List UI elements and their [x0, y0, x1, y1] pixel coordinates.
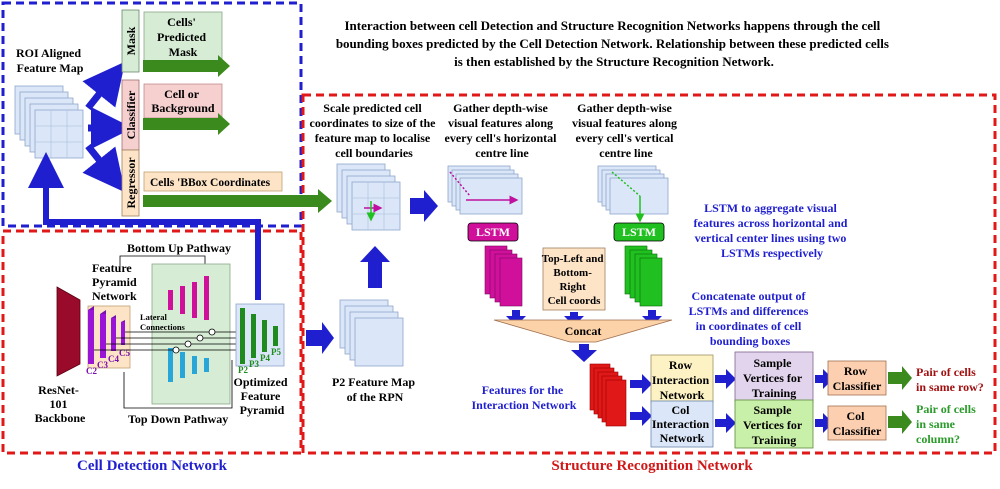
svg-text:Cell or Background: Cell or Background	[151, 87, 214, 115]
svg-text:C3: C3	[97, 360, 108, 370]
lstm-v-box: LSTM	[613, 222, 665, 242]
concat-down-arrow	[571, 344, 597, 362]
to-concat-arrows	[506, 310, 662, 326]
col-sample-to-classifier-arrow	[815, 413, 833, 433]
svg-text:Row Classifier: Row Classifier	[833, 364, 882, 393]
features-stack	[589, 363, 627, 427]
bottom-up-label: Bottom Up Pathway	[127, 241, 231, 255]
cdn-to-roi-connector	[28, 152, 261, 300]
svg-text:Sample Vertices for: Sample Vertices for Training	[743, 356, 805, 400]
p-layer-labels: P2 P3 P4 P5	[238, 347, 281, 375]
lateral-connections	[94, 328, 240, 354]
features-to-col-arrow	[630, 406, 652, 426]
row-classifier: Row Classifier	[827, 360, 887, 396]
col-output: Pair of cells in same column?	[916, 402, 979, 446]
svg-text:Sample Vertices for: Sample Vertices for Training	[743, 403, 805, 447]
bottom-up-bracket	[119, 255, 207, 272]
row-interaction-network: Row Interaction Network	[650, 354, 714, 404]
resnet-backbone	[56, 286, 81, 377]
fpn-label: Feature Pyramid Network	[92, 261, 140, 303]
scaled-feature-stack	[336, 163, 401, 231]
svg-text:Col Classifier: Col Classifier	[833, 409, 882, 438]
roi-label: ROI Aligned Feature Map	[16, 46, 84, 75]
gather-v-text: Gather depth-wise visual features along …	[572, 101, 680, 160]
classifier-head: Classifier	[121, 79, 140, 151]
gather-v-stack	[597, 165, 669, 223]
roi-feature-stack	[14, 85, 84, 159]
classifier-output: Cell or Background	[143, 83, 230, 135]
svg-text:Row Interaction Ne: Row Interaction Network	[652, 358, 712, 402]
c-layers	[88, 306, 125, 364]
features-to-row-arrow	[630, 374, 652, 394]
backbone-label: ResNet- 101 Backbone	[35, 383, 86, 425]
svg-text:P3: P3	[249, 359, 259, 369]
top-down-bracket	[123, 360, 233, 409]
col-sample-vertices: Sample Vertices for Training	[734, 399, 814, 449]
svg-text:Concat: Concat	[565, 324, 602, 338]
top-caption: Interaction between cell Detection and S…	[336, 18, 892, 69]
p-layers	[240, 308, 278, 364]
structure-recognition-region	[301, 93, 997, 455]
lateral-label: Lateral Connections	[140, 312, 186, 332]
col-net-to-sample-arrow	[715, 413, 736, 433]
concat-block: Concat	[493, 319, 673, 343]
svg-text:C4: C4	[108, 354, 119, 364]
gather-h-stack	[447, 165, 523, 215]
regressor-head: Regressor	[121, 149, 140, 217]
cell-detection-region	[1, 229, 303, 455]
row-sample-to-classifier-arrow	[815, 369, 833, 389]
svg-text:Top-Left and Bottom-: Top-Left and Bottom- Right Cell coords	[542, 253, 606, 307]
svg-text:P5: P5	[271, 347, 281, 357]
heads-region	[1, 1, 303, 228]
scaled-to-gather-arrow	[410, 190, 438, 222]
pyramid-to-p2-arrow	[306, 322, 334, 354]
optimized-label: Optimized Feature Pyramid	[234, 375, 291, 417]
lstm-h-output-stack	[484, 245, 523, 307]
svg-text:C5: C5	[119, 348, 130, 358]
svg-text:Classifier: Classifier	[124, 90, 138, 139]
regressor-output: Cells 'BBox Coordinates	[143, 171, 332, 213]
scale-text: Scale predicted cell coordinates to size…	[310, 101, 439, 160]
p2-label: P2 Feature Map of the RPN	[332, 375, 418, 404]
mask-head: Mask	[121, 9, 140, 73]
col-interaction-network: Col Interaction Network	[650, 400, 714, 448]
lstm-v-output-stack	[624, 245, 663, 307]
concat-description: Concatenate output of LSTMs and differen…	[689, 289, 812, 348]
fpn-top-layers	[168, 276, 209, 320]
gather-h-text: Gather depth-wise visual features along …	[445, 101, 560, 160]
p2-to-scaled-arrow	[360, 246, 390, 288]
row-net-to-sample-arrow	[715, 369, 736, 389]
corner-coords-box: Top-Left and Bottom- Right Cell coords	[542, 247, 606, 311]
svg-text:P4: P4	[260, 353, 270, 363]
lstm-h-box: LSTM	[467, 222, 519, 242]
svg-text:P2: P2	[238, 365, 248, 375]
row-output: Pair of cells in same row?	[916, 365, 984, 394]
roi-to-heads-arrows	[82, 61, 133, 193]
row-sample-vertices: Sample Vertices for Training	[734, 351, 814, 403]
col-output-arrow	[888, 410, 912, 434]
svg-text:Col Interaction Ne: Col Interaction Network	[652, 403, 712, 445]
svg-text:Mask: Mask	[124, 26, 138, 55]
features-label: Features for the Interaction Network	[472, 383, 577, 412]
svg-text:Cells 'BBox Coordinates: Cells 'BBox Coordinates	[150, 177, 271, 189]
p2-feature-stack	[339, 299, 404, 367]
fpn-panel	[151, 263, 231, 405]
lstm-description: LSTM to aggregate visual features across…	[694, 201, 851, 260]
svg-text:LSTM: LSTM	[622, 225, 656, 239]
cdn-title: Cell Detection Network	[77, 458, 228, 474]
srn-title: Structure Recognition Network	[551, 458, 753, 474]
svg-text:Cells' Predicted M: Cells' Predicted Mask	[157, 15, 209, 59]
svg-text:LSTM: LSTM	[476, 225, 510, 239]
svg-text:C2: C2	[86, 366, 97, 376]
c-layer-labels: C2 C3 C4 C5	[86, 348, 130, 376]
row-output-arrow	[888, 366, 912, 390]
col-classifier: Col Classifier	[827, 405, 887, 441]
fpn-bottom-layers	[168, 348, 209, 382]
mask-output: Cells' Predicted Mask	[143, 11, 230, 77]
svg-text:Regressor: Regressor	[124, 157, 138, 209]
top-down-label: Top Down Pathway	[128, 412, 228, 426]
